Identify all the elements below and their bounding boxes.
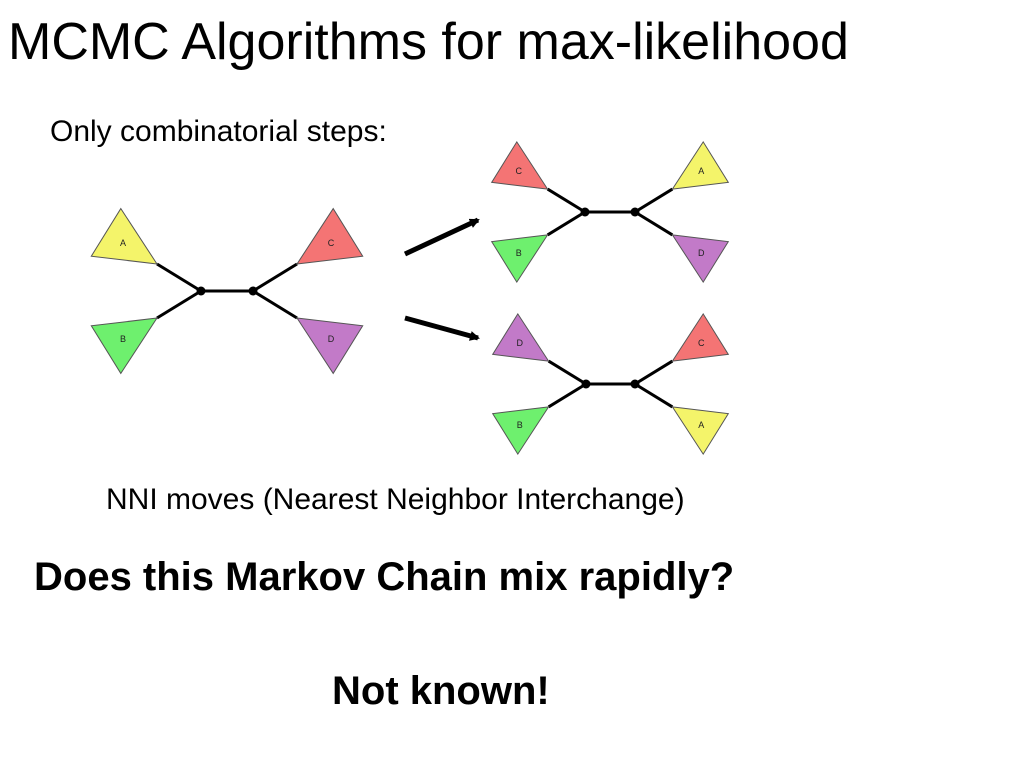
leaf-edge: [546, 210, 586, 237]
internal-node: [248, 286, 258, 296]
subtree-label: C: [328, 238, 335, 248]
subtree-a: [90, 207, 159, 265]
answer-text: Not known!: [332, 669, 550, 713]
nni-arrow-down: [404, 315, 480, 341]
tree-nni-2: D B C A: [491, 312, 730, 456]
internal-node: [581, 379, 591, 389]
subtree-label: B: [517, 420, 523, 430]
internal-node: [196, 286, 206, 296]
subtree-label: A: [120, 238, 126, 248]
subtree-label: B: [516, 248, 522, 258]
trees-layer: A B C D C B A D D B C A: [90, 140, 730, 456]
leaf-edge: [547, 359, 587, 386]
tree-original: A B C D: [90, 207, 364, 375]
subtree-label: D: [698, 248, 705, 258]
leaf-edge: [634, 382, 674, 409]
leaf-edge: [634, 210, 674, 237]
subtree-a: [671, 406, 730, 456]
question-text: Does this Markov Chain mix rapidly?: [34, 555, 735, 599]
subtree-label: A: [698, 420, 704, 430]
subtree-d: [295, 317, 364, 375]
nni-caption: NNI moves (Nearest Neighbor Interchange): [106, 483, 685, 516]
subtree-c: [671, 312, 730, 362]
subtree-label: A: [698, 166, 704, 176]
nni-arrow-up: [403, 217, 480, 257]
leaf-edge: [634, 359, 674, 386]
leaf-edge: [546, 187, 586, 214]
subtree-label: D: [328, 334, 335, 344]
subtree-label: C: [515, 166, 522, 176]
slide-title: MCMC Algorithms for max-likelihood: [8, 13, 849, 71]
internal-node: [580, 207, 590, 217]
subtree-a: [671, 140, 730, 190]
subtree-b: [490, 234, 549, 284]
subtree-d: [671, 234, 730, 284]
internal-node: [630, 207, 640, 217]
subtree-label: D: [516, 338, 523, 348]
subtree-b: [90, 317, 159, 375]
internal-node: [630, 379, 640, 389]
leaf-edge: [252, 289, 298, 320]
leaf-edge: [252, 262, 298, 293]
leaf-edge: [547, 382, 587, 409]
subtree-c: [490, 140, 549, 190]
leaf-edge: [156, 262, 202, 293]
tree-nni-1: C B A D: [490, 140, 730, 284]
subtree-c: [295, 207, 364, 265]
subtree-d: [491, 312, 550, 362]
leaf-edge: [634, 187, 674, 214]
subtree-label: C: [698, 338, 705, 348]
leaf-edge: [156, 289, 202, 320]
subtree-label: B: [120, 334, 126, 344]
slide-subtitle: Only combinatorial steps:: [50, 115, 387, 148]
subtree-b: [491, 406, 550, 456]
